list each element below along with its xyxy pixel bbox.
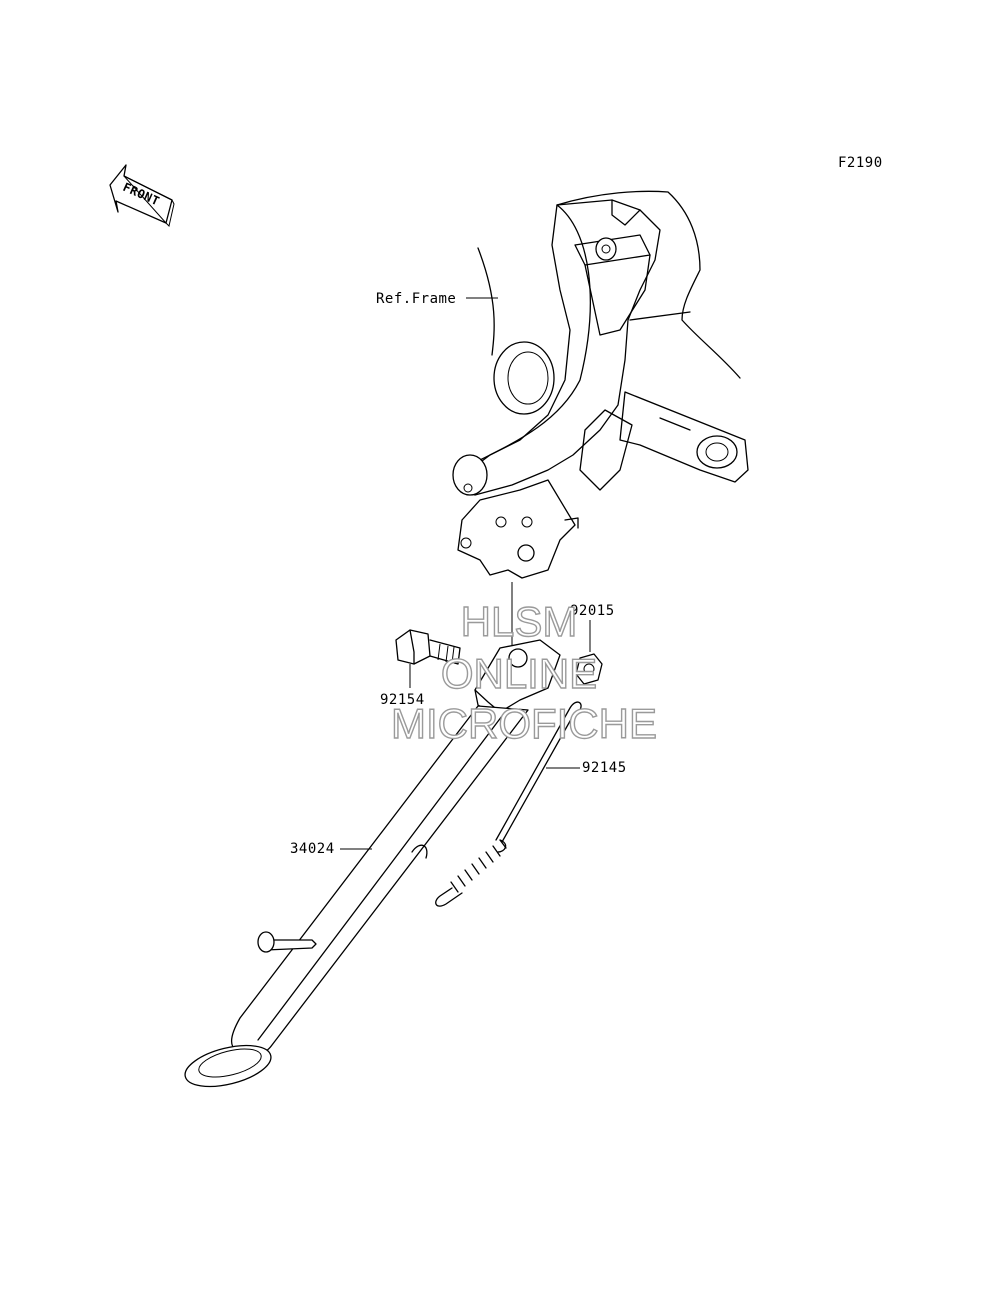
front-arrow-icon: FRONT [109,164,175,227]
part-92154-label: 92154 [380,692,425,708]
part-92015-label: 92015 [570,603,615,619]
watermark-line3: MICROFICHE [391,700,657,747]
spring-92145 [435,701,582,907]
watermark-line2: ONLINE [441,650,597,697]
figure-code: F2190 [838,155,883,171]
part-34024-label: 34024 [290,841,335,857]
watermark-line1: HLSM [461,598,578,645]
ref-frame-label: Ref.Frame [376,291,456,307]
bolt-92154 [395,629,461,665]
nut-92015 [575,653,603,685]
frame-illustration [452,190,749,579]
side-stand [184,639,561,1088]
watermark: HLSM ONLINE MICROFICHE [390,597,657,747]
part-92145-label: 92145 [582,760,627,776]
